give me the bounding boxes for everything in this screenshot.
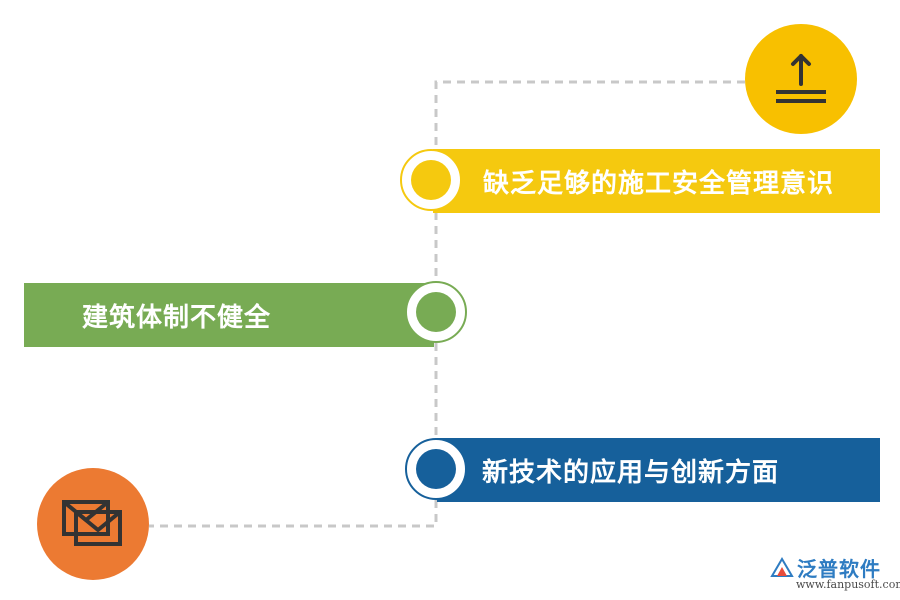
item-dot-system: [416, 292, 456, 332]
logo-name: 泛普软件: [797, 557, 881, 581]
item-bar-safety-awareness: 缺乏足够的施工安全管理意识: [433, 149, 880, 213]
item-label-safety-awareness: 缺乏足够的施工安全管理意识: [483, 168, 835, 199]
mail-circle: [37, 468, 149, 580]
item-label-new-technology: 新技术的应用与创新方面: [482, 457, 780, 488]
brand-logo: 泛普软件 www.fanpusoft.com: [770, 553, 900, 593]
item-dot-new-technology: [416, 449, 456, 489]
logo-url: www.fanpusoft.com: [796, 578, 900, 591]
item-bar-system: 建筑体制不健全: [24, 283, 434, 347]
item-label-system: 建筑体制不健全: [82, 302, 272, 333]
item-bar-new-technology: 新技术的应用与创新方面: [437, 438, 880, 502]
logo-mark-icon: [770, 557, 794, 577]
upload-circle: [745, 24, 857, 134]
upload-icon: [776, 54, 826, 103]
mail-icon: [62, 500, 122, 546]
item-node-new-technology: [405, 438, 467, 500]
item-node-system: [405, 281, 467, 343]
item-node-safety-awareness: [400, 149, 462, 211]
item-dot-safety-awareness: [411, 160, 451, 200]
